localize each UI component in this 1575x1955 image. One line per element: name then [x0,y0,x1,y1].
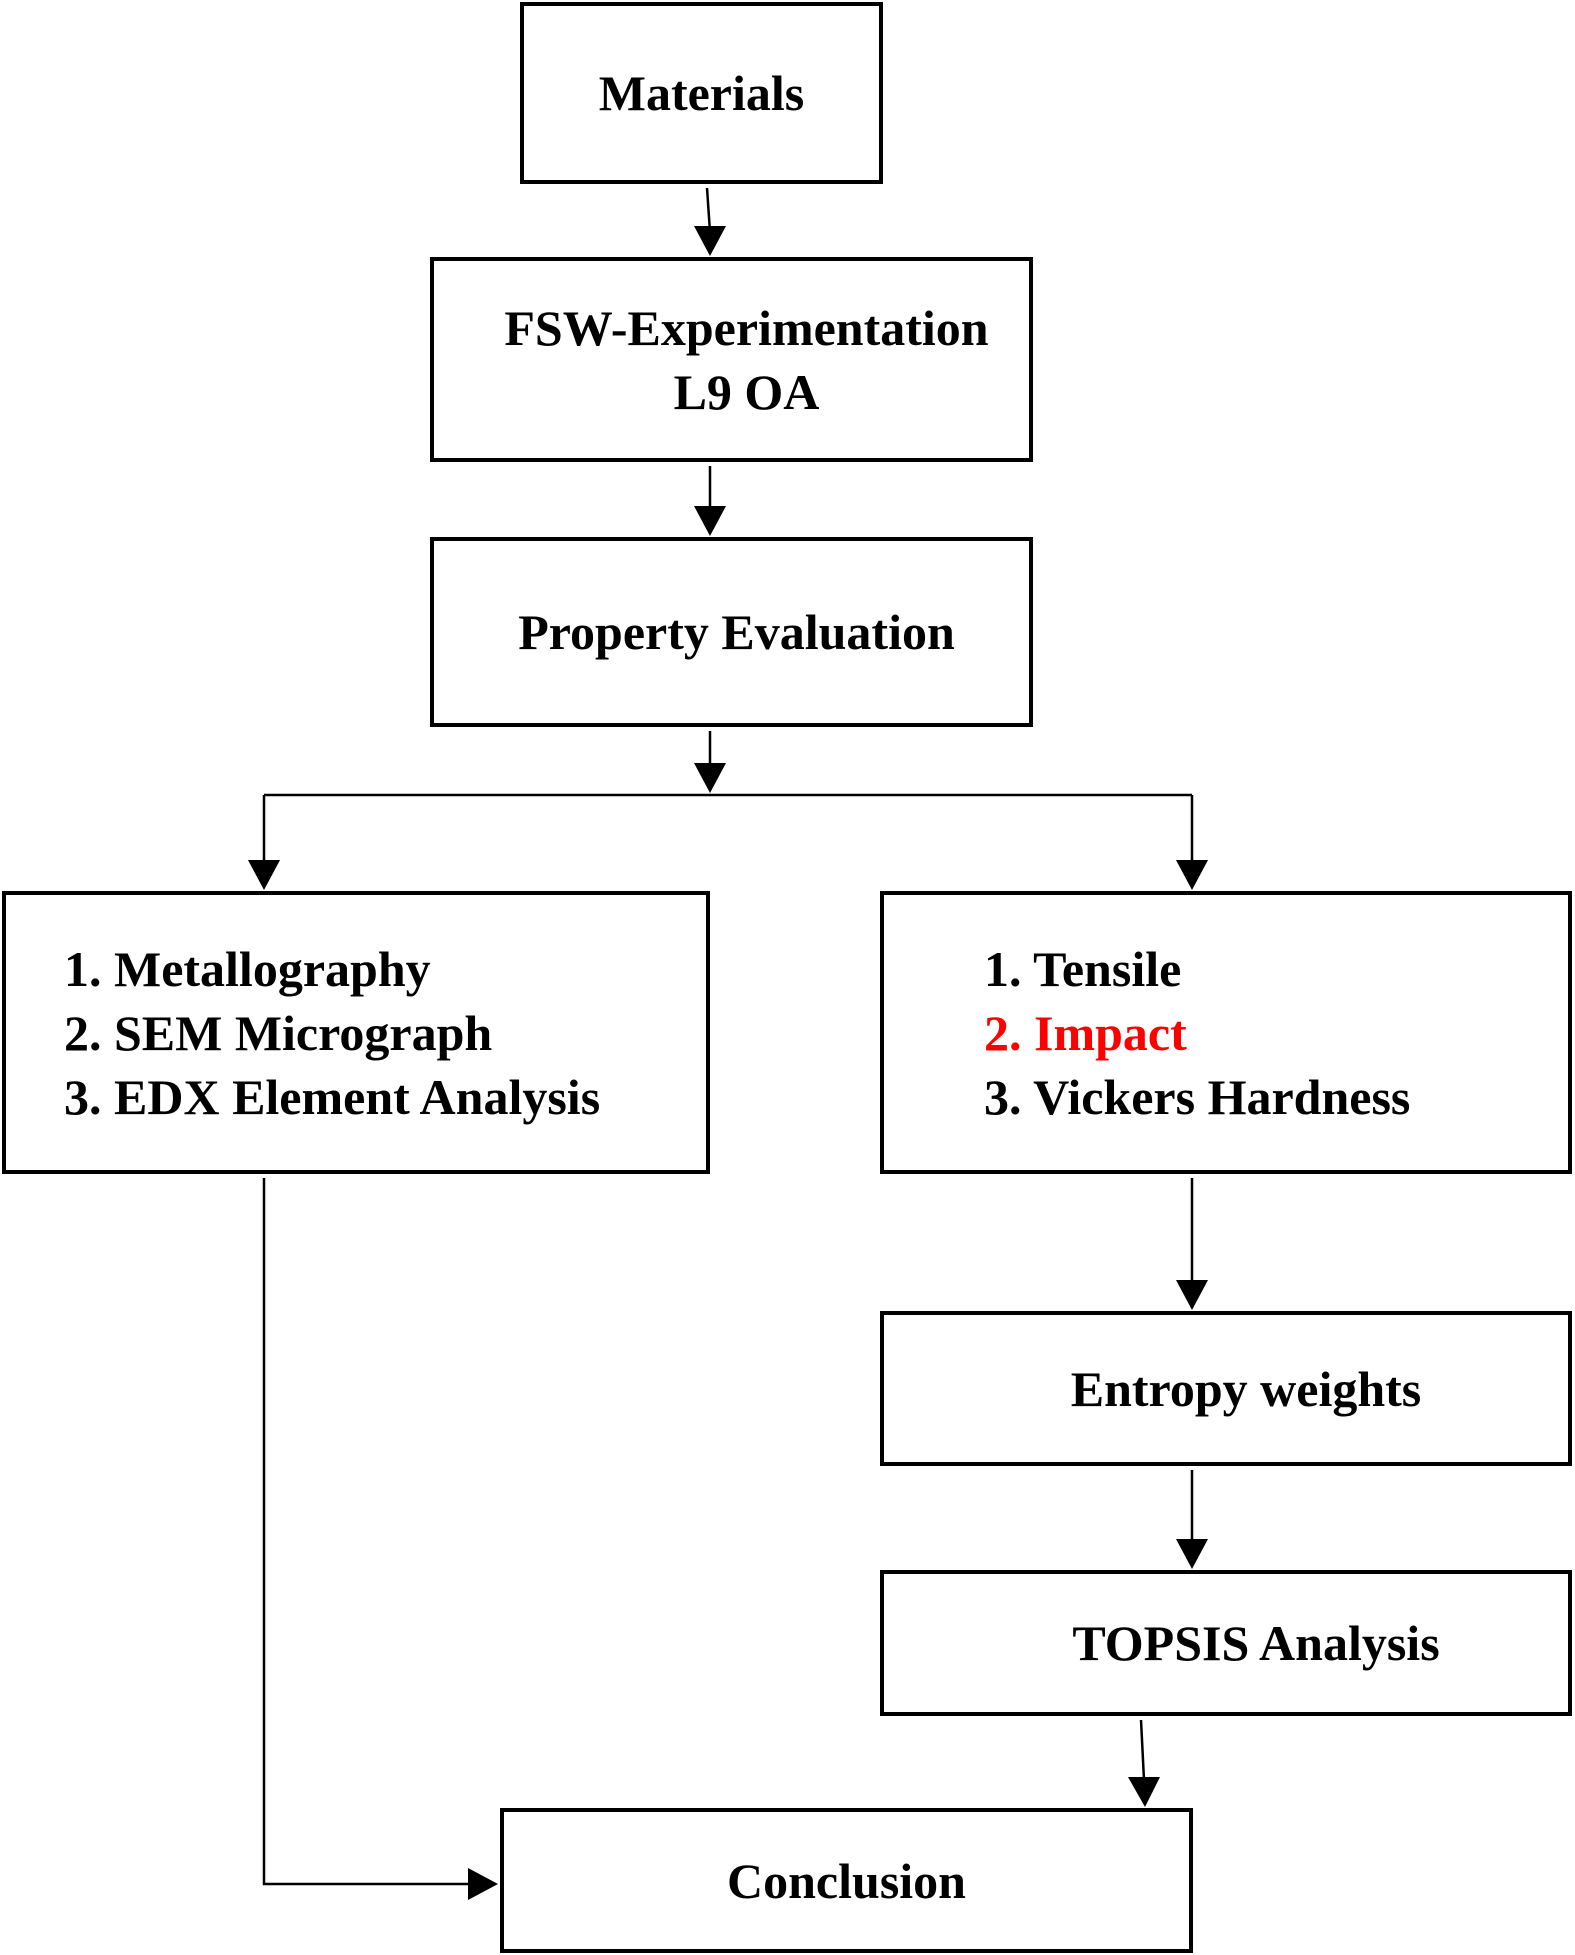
arrowhead-property-to-split [694,763,726,793]
arrow-topsis-to-conclusion [1139,1719,1146,1781]
list-item-vickers-hardness: 3. Vickers Hardness [984,1068,1411,1125]
arrowhead-fsw-to-property [694,506,726,536]
arrowhead-topsis-to-conclusion [1128,1777,1160,1807]
arrow-microstructure-to-conclusion [262,1178,470,1886]
conclusion-box: Conclusion [500,1808,1193,1953]
property-evaluation-box: Property Evaluation [430,537,1033,727]
arrowhead-materials-to-fsw [694,226,726,256]
microstructure-analysis-box: 1. Metallography 2. SEM Micrograph 3. ED… [2,891,710,1174]
arrowhead-split-to-mechanical [1176,860,1208,890]
fsw-experimentation-box: FSW-Experimentation L9 OA [430,257,1033,462]
property-evaluation-label: Property Evaluation [518,604,955,660]
list-item-sem-micrograph: 2. SEM Micrograph [64,1004,493,1061]
topsis-analysis-label: TOPSIS Analysis [1072,1615,1440,1671]
conclusion-label: Conclusion [727,1852,966,1909]
list-item-edx-analysis: 3. EDX Element Analysis [64,1068,601,1125]
topsis-analysis-box: TOPSIS Analysis [880,1570,1572,1716]
arrowhead-split-to-microstructure [248,860,280,890]
fsw-label: FSW-Experimentation [504,299,989,356]
list-item-impact: 2. Impact [984,1004,1187,1061]
l9-oa-label: L9 OA [673,363,820,420]
arrowhead-mechanical-to-entropy [1176,1280,1208,1310]
materials-label: Materials [598,65,805,121]
list-item-metallography: 1. Metallography [64,940,431,997]
mechanical-testing-box: 1. Tensile 2. Impact 3. Vickers Hardness [880,891,1572,1174]
arrow-materials-to-fsw [705,187,712,233]
entropy-weights-label: Entropy weights [1070,1360,1422,1417]
materials-box: Materials [520,2,883,184]
arrowhead-microstructure-to-conclusion [468,1868,498,1900]
arrowhead-entropy-to-topsis [1176,1539,1208,1569]
list-item-tensile: 1. Tensile [984,940,1182,997]
entropy-weights-box: Entropy weights [880,1311,1572,1466]
